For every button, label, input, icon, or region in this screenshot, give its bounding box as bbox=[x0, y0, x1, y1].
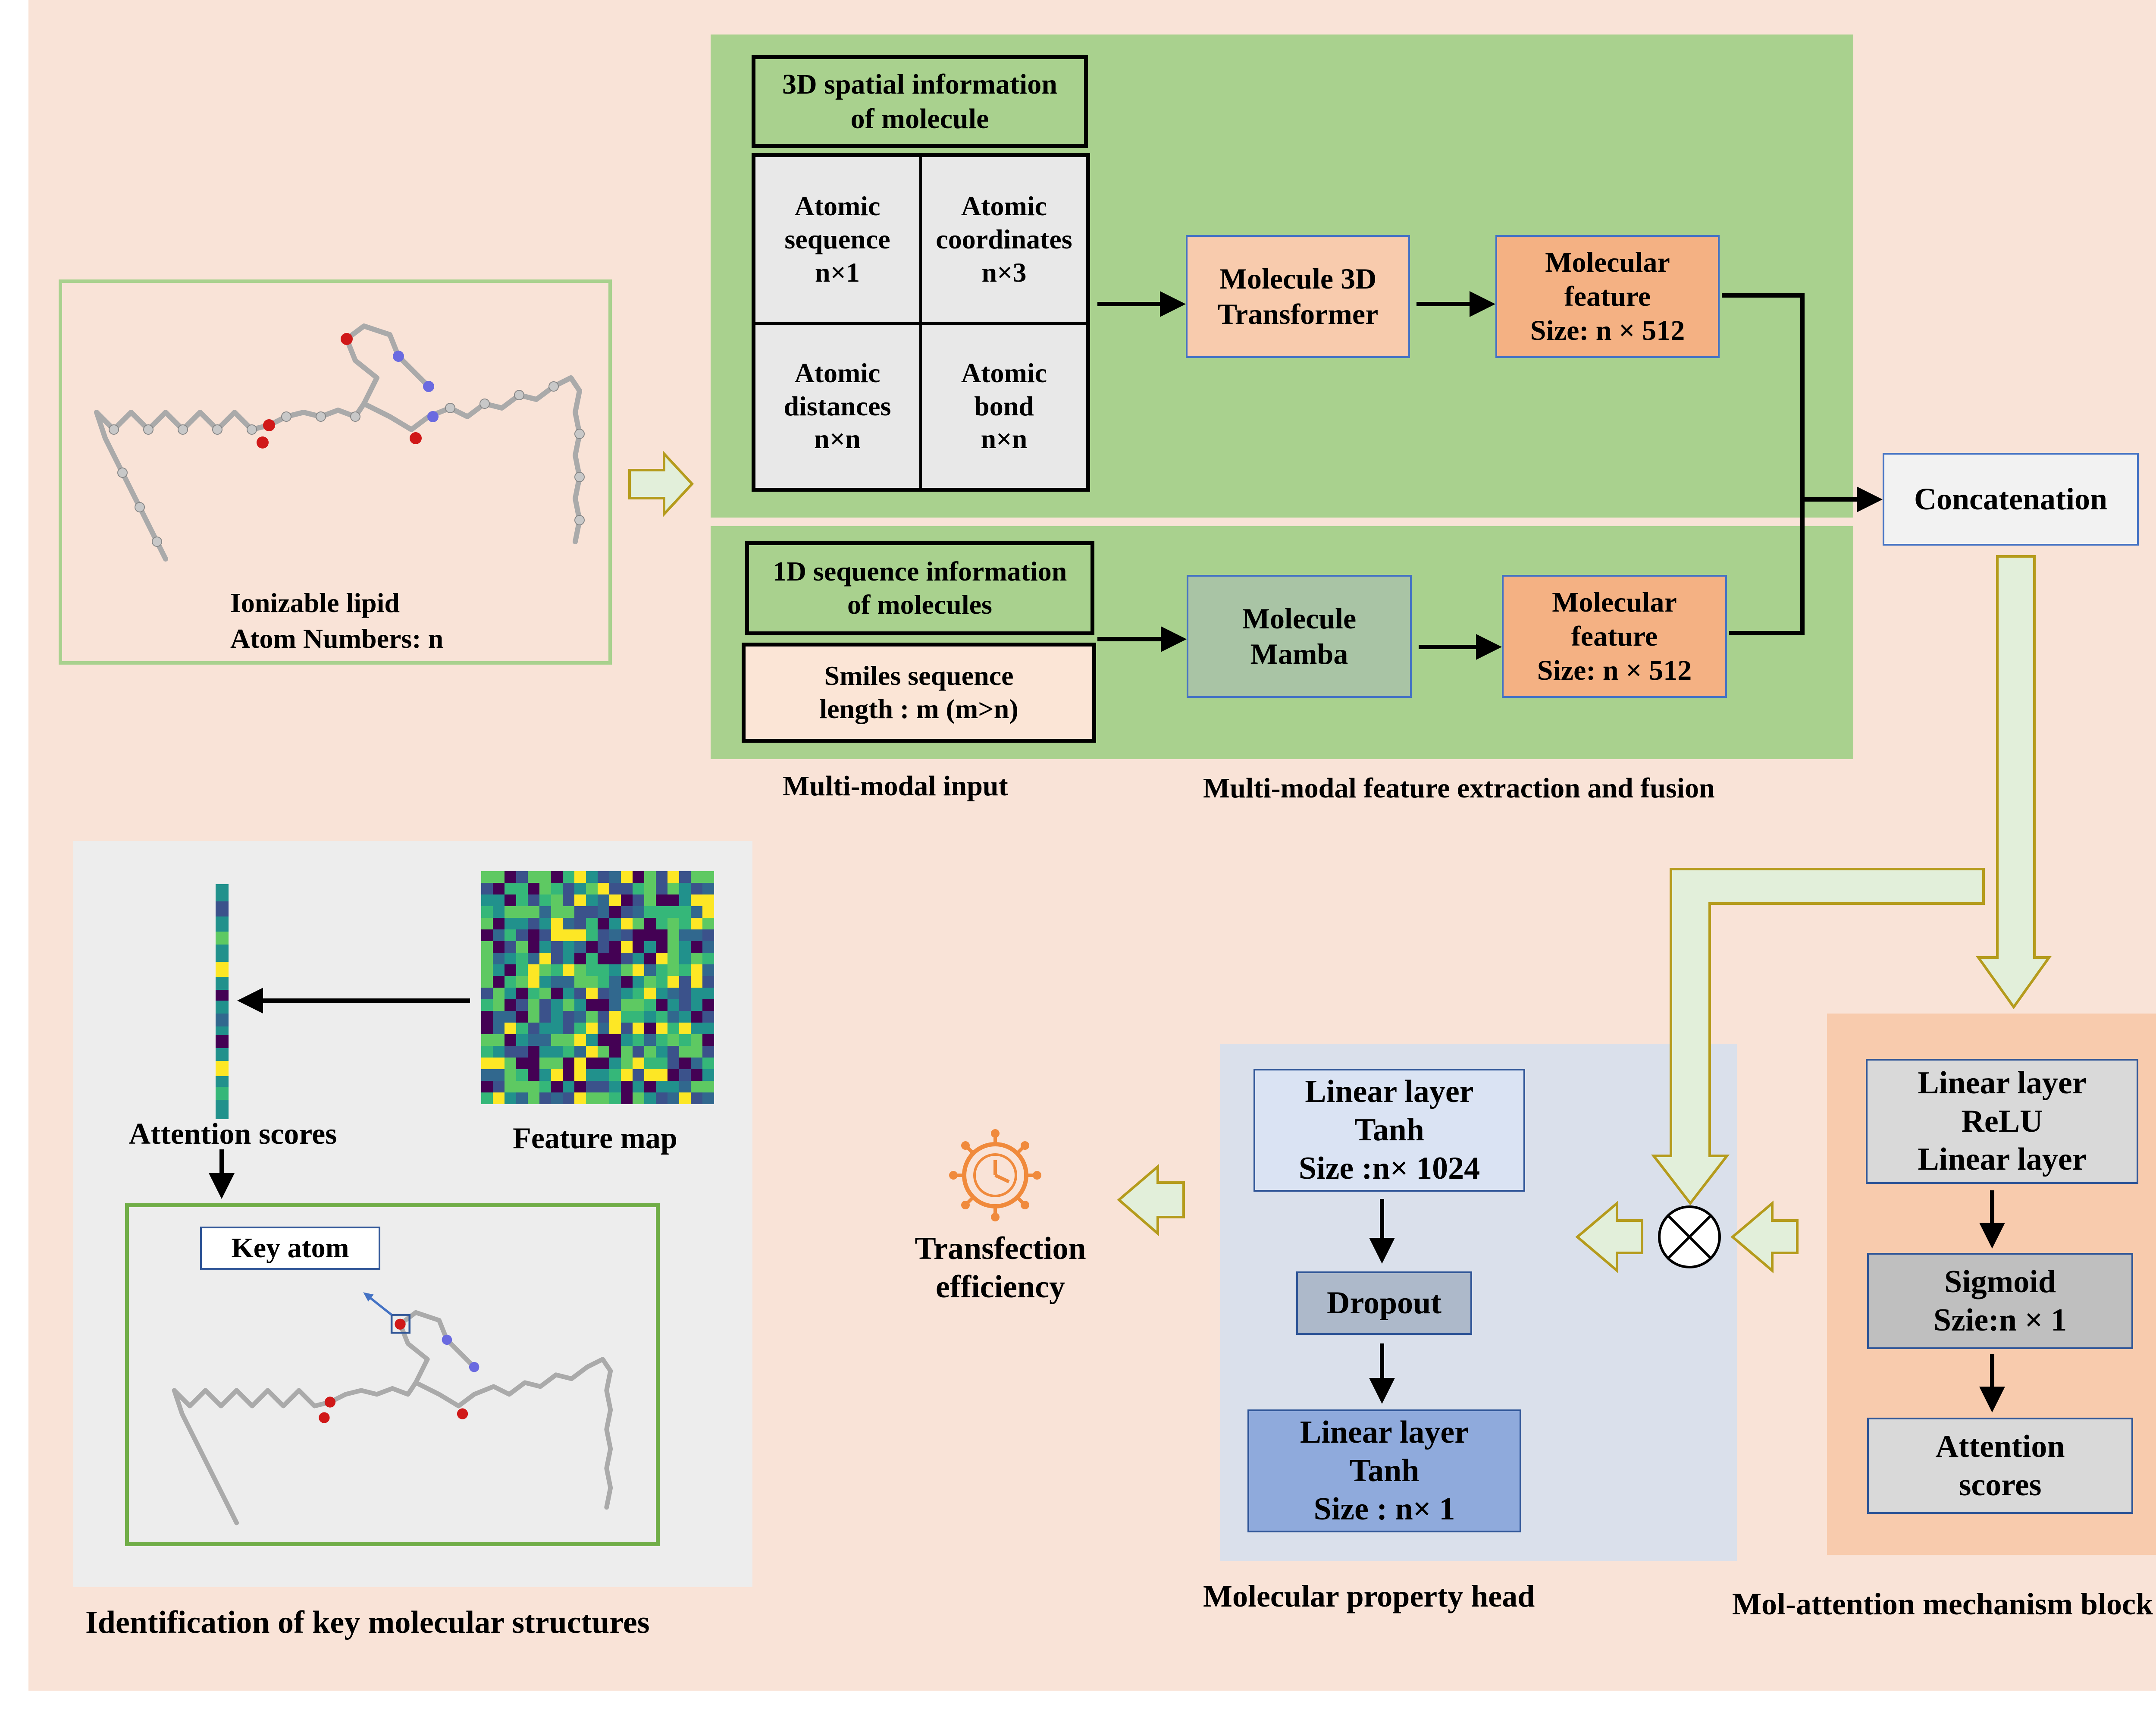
atoms-label: Atom Numbers bbox=[230, 623, 412, 654]
dropout-box: Dropout bbox=[1296, 1271, 1472, 1335]
atoms-value: n bbox=[428, 623, 444, 654]
sequence-header-box: 1D sequence information of molecules bbox=[745, 541, 1094, 635]
key-atom-panel: Key atom bbox=[125, 1203, 660, 1546]
feature-map-label: Feature map bbox=[513, 1122, 677, 1155]
key-atom-label: Key atom bbox=[200, 1227, 380, 1270]
feature-map bbox=[481, 871, 714, 1104]
attention-scores-label: Attention scores bbox=[128, 1117, 337, 1151]
caption-property-head: Molecular property head bbox=[1203, 1579, 1535, 1613]
smiles-box: Smiles sequence length : m (m>n) bbox=[742, 643, 1096, 743]
caption-attention-block: Mol-attention mechanism block bbox=[1732, 1587, 2153, 1621]
lipid-molecule-icon bbox=[94, 323, 585, 562]
lipid-title: Ionizable lipid bbox=[230, 587, 400, 618]
key-atom-molecule-icon bbox=[172, 1292, 613, 1525]
caption-identification: Identification of key molecular structur… bbox=[85, 1605, 650, 1640]
lipid-panel: Ionizable lipid Atom Numbers: n bbox=[59, 279, 612, 665]
caption-multimodal-input: Multi-modal input bbox=[783, 770, 1008, 802]
spatial-header-box: 3D spatial information of molecule bbox=[752, 55, 1088, 148]
concatenation-box: Concatenation bbox=[1883, 453, 2139, 546]
caption-feature-fusion: Multi-modal feature extraction and fusio… bbox=[1203, 772, 1715, 804]
attention-score-strip bbox=[216, 884, 229, 1119]
